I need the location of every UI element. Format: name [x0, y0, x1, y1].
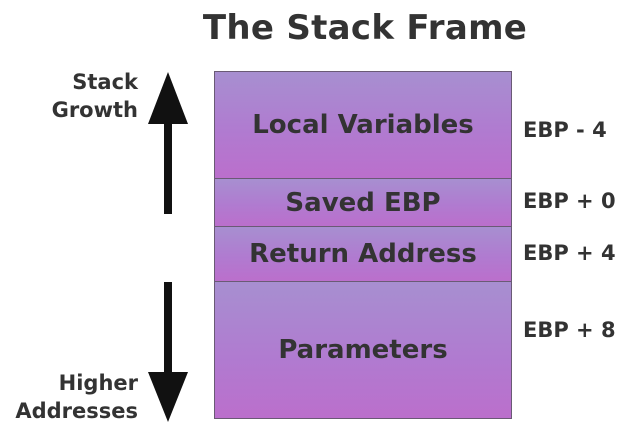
- offset-local-variables: EBP - 4: [523, 118, 607, 142]
- arrow-up-head: [148, 72, 188, 124]
- stack-growth-label: Stack Growth: [20, 68, 138, 124]
- block-local-variables: Local Variables: [215, 72, 511, 179]
- higher-addresses-line-1: Higher: [58, 371, 138, 395]
- arrow-up-icon: [148, 72, 188, 214]
- diagram-title: The Stack Frame: [202, 8, 528, 48]
- stack-growth-line-1: Stack: [72, 70, 138, 94]
- higher-addresses-line-2: Addresses: [15, 399, 138, 423]
- offset-return-address: EBP + 4: [523, 241, 616, 265]
- stack-frame: Local Variables Saved EBP Return Address…: [214, 71, 512, 419]
- offset-parameters: EBP + 8: [523, 318, 616, 342]
- arrow-up-shaft: [164, 122, 172, 214]
- higher-addresses-label: Higher Addresses: [0, 369, 138, 425]
- stack-growth-line-2: Growth: [51, 98, 138, 122]
- arrow-down-shaft: [164, 282, 172, 374]
- block-saved-ebp: Saved EBP: [215, 179, 511, 227]
- arrow-down-head: [148, 372, 188, 422]
- offset-saved-ebp: EBP + 0: [523, 189, 616, 213]
- block-parameters: Parameters: [215, 282, 511, 418]
- arrow-down-icon: [148, 282, 188, 422]
- block-return-address: Return Address: [215, 227, 511, 282]
